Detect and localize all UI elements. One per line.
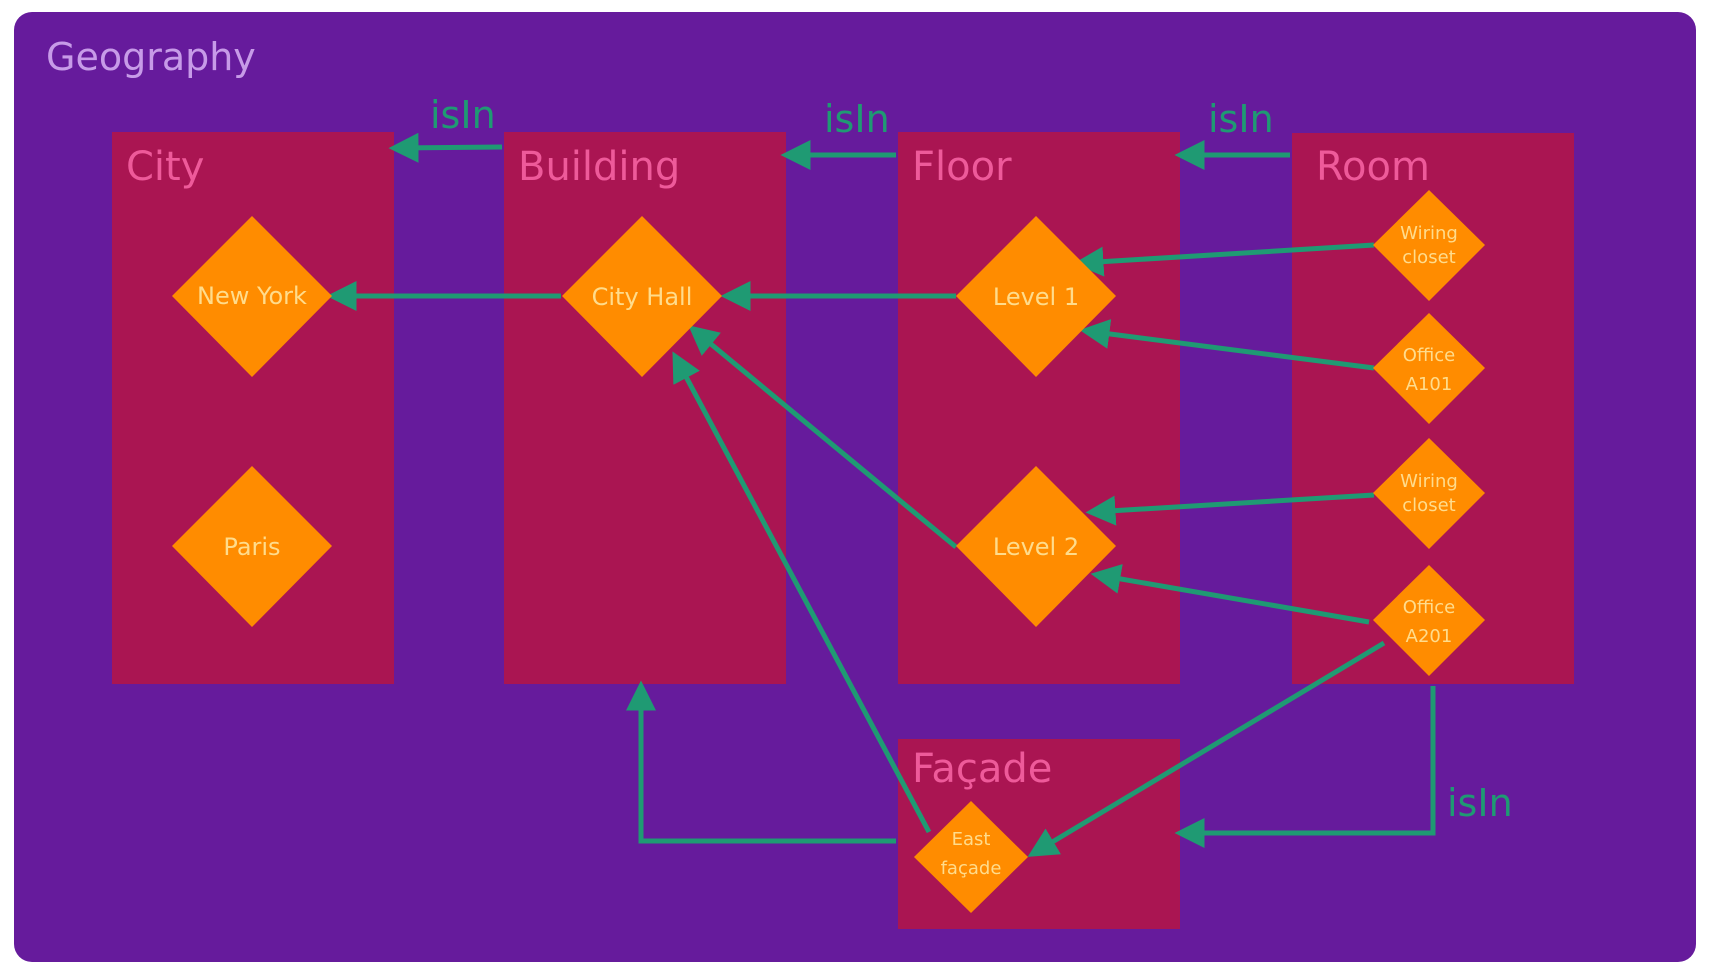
officea101-to-level1-arrow [1079,319,1375,371]
node-east-facade-line1: East [952,829,991,850]
wiring1-to-level1-arrow [1073,242,1375,277]
building-city-relation-label: isIn [430,93,496,137]
building-to-city-arrow [388,132,503,163]
node-level-2-label: Level 2 [993,533,1079,561]
node-wiring-closet-2[interactable]: Wiring closet [1373,438,1485,549]
node-city-hall[interactable]: City Hall [562,216,722,377]
node-office-a101-line2: A101 [1406,374,1453,395]
node-office-a101[interactable]: Office A101 [1373,313,1485,424]
node-office-a201[interactable]: Office A201 [1373,565,1485,676]
node-level-1-label: Level 1 [993,283,1079,311]
node-new-york-label: New York [197,282,307,310]
node-east-facade-line2: façade [941,858,1002,879]
floor-building-relation-label: isIn [824,97,890,141]
node-office-a201-line2: A201 [1406,626,1453,647]
node-wiring-closet-2-line2: closet [1402,495,1455,516]
floor-box-title: Floor [912,144,1012,190]
officea201-to-level2-arrow [1090,564,1370,625]
node-paris[interactable]: Paris [172,466,332,627]
room-box-title: Room [1316,144,1430,190]
node-city-hall-label: City Hall [592,283,693,311]
level2-to-cityhall-arrow [688,325,958,549]
node-wiring-closet-1-line2: closet [1402,247,1455,268]
building-box-title: Building [518,144,680,190]
facade-to-building-arrow [626,680,896,844]
facade-box-title: Façade [912,746,1052,792]
node-wiring-closet-1-line1: Wiring [1400,223,1458,244]
wiring2-to-level2-arrow [1085,492,1375,526]
room-facade-relation-label: isIn [1447,781,1513,825]
node-office-a201-line1: Office [1403,597,1456,618]
city-box-title: City [126,144,204,190]
node-east-facade[interactable]: East façade [914,801,1028,913]
building-box: Building [504,132,786,684]
node-paris-label: Paris [223,533,280,561]
room-to-facade-arrow [1174,686,1436,848]
node-level-2[interactable]: Level 2 [956,466,1116,627]
room-floor-relation-label: isIn [1208,97,1274,141]
node-office-a101-line1: Office [1403,345,1456,366]
officea201-to-eastfacade-arrow [1027,640,1386,857]
node-wiring-closet-1[interactable]: Wiring closet [1373,190,1485,301]
node-level-1[interactable]: Level 1 [956,216,1116,377]
eastfacade-to-cityhall-arrow [672,351,932,834]
node-wiring-closet-2-line1: Wiring [1400,471,1458,492]
diagram-title: Geography [46,35,256,79]
node-new-york[interactable]: New York [172,216,332,377]
